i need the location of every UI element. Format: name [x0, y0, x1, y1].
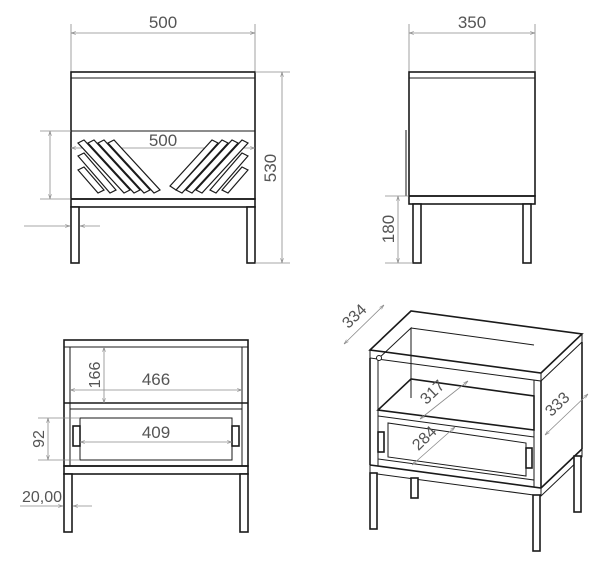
- isometric-view: 334 317 333 284: [339, 301, 588, 552]
- section-drawer-height-label: 92: [31, 430, 48, 448]
- front-inner-width-label: 500: [149, 131, 177, 150]
- side-depth-label: 350: [458, 13, 486, 32]
- iso-top-depth-label: 334: [339, 301, 370, 332]
- side-view: 350 180: [379, 13, 536, 264]
- section-shelf-height-label: 166: [87, 362, 104, 389]
- front-view: 500 500: [24, 13, 290, 264]
- slat-pattern-left: [77, 139, 161, 194]
- iso-drawer-depth-label: 284: [409, 423, 440, 454]
- iso-side-depth-label: 333: [542, 389, 573, 420]
- side-leg-height-label: 180: [379, 215, 398, 243]
- front-height-label: 530: [261, 154, 280, 182]
- section-drawer-width-label: 409: [142, 423, 170, 442]
- section-inner-width-label: 466: [142, 370, 170, 389]
- iso-shelf-depth-label: 317: [417, 377, 448, 408]
- front-width-label: 500: [149, 13, 177, 32]
- section-leg-label: 20,00: [22, 489, 62, 506]
- section-view: 166 466 409 92 20,00: [20, 339, 249, 533]
- slat-pattern-right: [169, 139, 249, 194]
